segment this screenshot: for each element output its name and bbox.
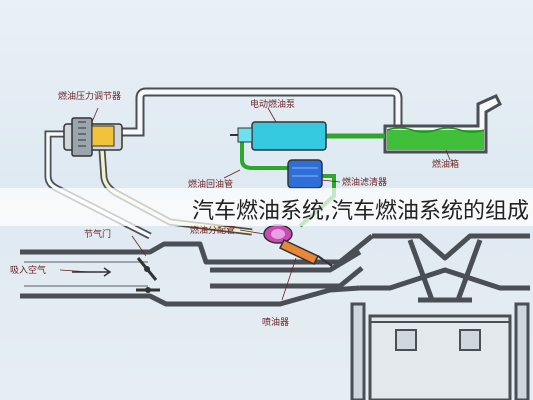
label-fuel-tank: 燃油箱 <box>432 160 460 170</box>
intake-manifold <box>20 233 530 307</box>
air-flow-arrow <box>72 267 112 277</box>
engine-valves <box>407 239 483 303</box>
label-pressure-regulator: 燃油压力调节器 <box>58 92 122 102</box>
fuel-filter <box>287 159 323 189</box>
label-distribution-pipe: 燃油分配管 <box>190 226 236 236</box>
label-air-intake: 吸入空气 <box>10 266 47 276</box>
fuel-tank <box>383 94 502 154</box>
leader-lines <box>59 107 451 301</box>
caption-band <box>0 188 533 226</box>
pump-to-filter-line <box>240 132 288 170</box>
image-caption: 汽车燃油系统,汽车燃油系统的组成 <box>192 199 529 224</box>
pressure-regulator <box>63 117 123 157</box>
label-fuel-pump: 电动燃油泵 <box>250 100 296 110</box>
electric-fuel-pump <box>230 121 327 151</box>
cylinder-piston <box>350 302 530 400</box>
label-return-pipe: 燃油回油管 <box>188 180 234 190</box>
fuel-injector <box>278 239 333 267</box>
label-throttle: 节气门 <box>84 230 112 240</box>
throttle-valve <box>136 257 160 293</box>
label-injector: 喷油器 <box>262 318 290 328</box>
intake-manifold-inner <box>24 261 148 287</box>
fuel-distribution-pipe <box>263 224 293 244</box>
label-fuel-filter: 燃油滤清器 <box>342 178 388 188</box>
